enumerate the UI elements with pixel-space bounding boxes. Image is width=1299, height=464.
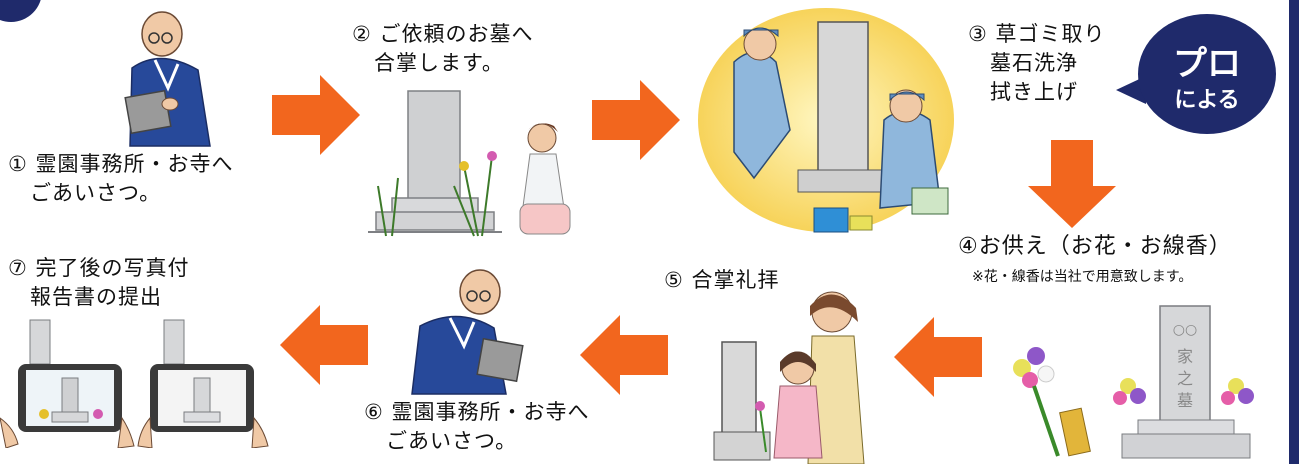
badge-line1: プロ bbox=[1173, 44, 1241, 84]
pro-badge: プロ による bbox=[1138, 14, 1276, 134]
svg-text:墓: 墓 bbox=[1177, 391, 1193, 410]
step5-label: ⑤ 合掌礼拝 bbox=[664, 268, 780, 292]
step4-label: ④お供え（お花・お線香） bbox=[958, 234, 1232, 259]
step1-label: ① 霊園事務所・お寺へ ごあいさつ。 bbox=[8, 152, 234, 205]
step4-note: ※花・線香は当社で用意致します。 bbox=[972, 269, 1193, 285]
step3-label: ③ 草ゴミ取り 墓石洗浄 拭き上げ bbox=[968, 22, 1106, 104]
step7-label: ⑦ 完了後の写真付 報告書の提出 bbox=[8, 256, 190, 309]
monk-illustration-1 bbox=[124, 11, 211, 147]
badge-line2: による bbox=[1174, 88, 1240, 113]
svg-text:○○: ○○ bbox=[1173, 322, 1197, 338]
corner-decoration-right bbox=[1289, 0, 1299, 464]
monk-illustration-2 bbox=[411, 269, 524, 395]
svg-text:之: 之 bbox=[1177, 369, 1193, 388]
arrow-down bbox=[1028, 140, 1116, 228]
arrow-right-2 bbox=[592, 80, 680, 160]
arrow-left-2 bbox=[580, 315, 668, 395]
arrow-right-1 bbox=[272, 75, 360, 155]
corner-decoration-left bbox=[0, 0, 42, 22]
step6-label: ⑥ 霊園事務所・お寺へ ごあいさつ。 bbox=[364, 400, 590, 453]
cleaning-illustration bbox=[698, 8, 954, 233]
offering-grave-illustration: ○○ 家 之 墓 bbox=[1013, 305, 1254, 459]
svg-text:家: 家 bbox=[1177, 347, 1193, 366]
step2-label: ② ご依頼のお墓へ 合掌します。 bbox=[352, 22, 534, 75]
report-photo-illustration bbox=[0, 319, 269, 448]
arrow-left-3 bbox=[280, 305, 368, 385]
grave-prayer-illustration bbox=[368, 90, 571, 237]
arrow-left-1 bbox=[894, 317, 982, 397]
family-prayer-illustration bbox=[713, 291, 865, 464]
